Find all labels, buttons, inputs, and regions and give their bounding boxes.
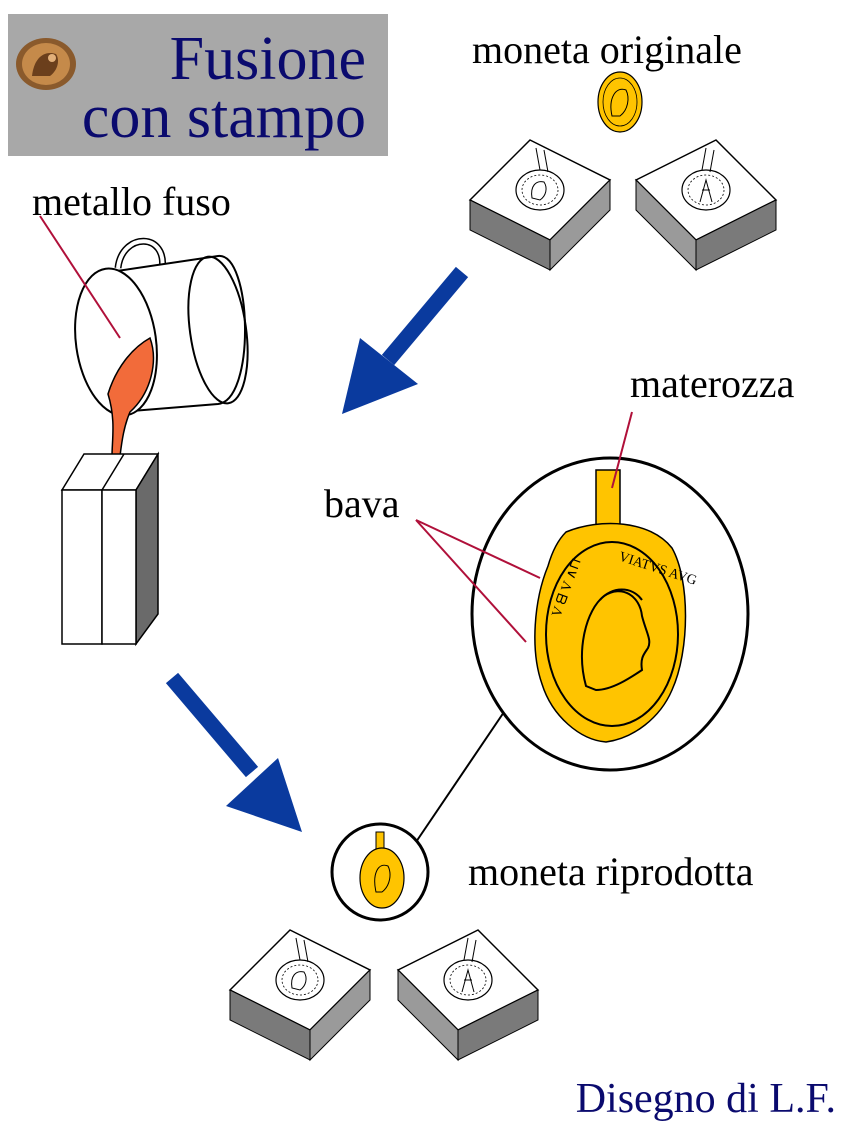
ladle-icon xyxy=(74,237,249,417)
title-line-2: con stampo xyxy=(81,83,366,151)
arrow-down-right-icon xyxy=(165,672,302,832)
mold-half-top-left xyxy=(469,139,611,271)
original-coin-icon xyxy=(597,71,643,133)
closed-mold-icon xyxy=(60,451,160,647)
leader-molten-metal xyxy=(39,215,121,339)
title-box: Fusione con stampo xyxy=(8,14,388,156)
coin-logo-icon xyxy=(16,38,76,90)
leader-flash-2 xyxy=(415,519,527,643)
label-original-coin: moneta originale xyxy=(472,27,742,72)
mold-half-bottom-left xyxy=(229,929,371,1061)
label-molten-metal: metallo fuso xyxy=(32,179,231,224)
leader-riser xyxy=(611,411,633,489)
magnified-coin-view: V ᗺ V ∧⊓ VIATVS AVG xyxy=(470,456,750,772)
arrow-down-left-icon xyxy=(342,266,469,414)
mold-half-bottom-right xyxy=(397,929,539,1061)
label-flash: bava xyxy=(324,481,400,526)
label-reproduced-coin: moneta riprodotta xyxy=(468,849,754,894)
label-riser: materozza xyxy=(630,361,795,406)
title-line-1: Fusione xyxy=(169,25,366,93)
leader-flash-1 xyxy=(415,519,541,579)
molten-metal-stream xyxy=(107,336,155,469)
author-credit: Disegno di L.F. xyxy=(575,1076,836,1122)
mold-half-top-right xyxy=(635,139,777,271)
reproduced-coin-icon xyxy=(330,822,430,922)
magnify-connector xyxy=(415,711,505,843)
